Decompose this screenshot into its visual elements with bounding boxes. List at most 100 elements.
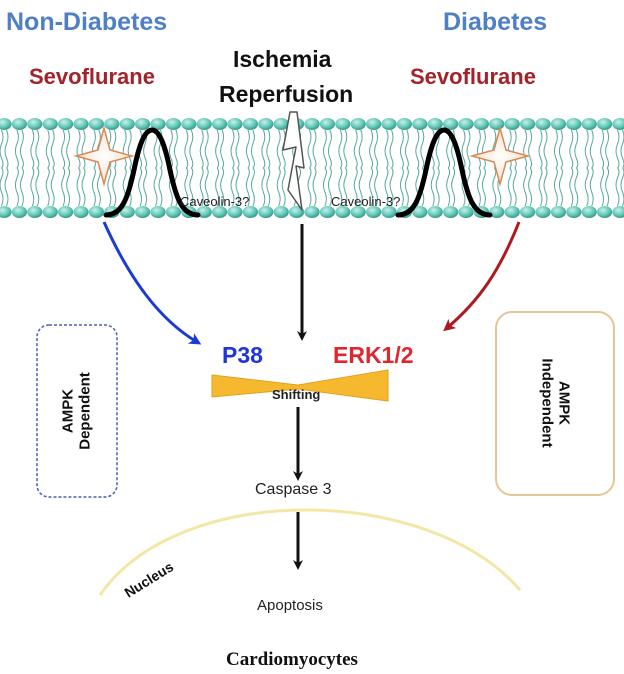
sevoflurane-receptor-left-icon <box>73 125 135 187</box>
lipid-head <box>458 206 474 218</box>
sevoflurane-receptor-right-icon <box>469 125 531 187</box>
ampk-independent-line1: AMPK <box>555 380 573 426</box>
lipid-head <box>489 206 505 218</box>
lightning-bolt-icon <box>282 111 305 211</box>
lipid-tail <box>600 129 605 169</box>
lipid-tail <box>81 167 86 207</box>
lipid-tail <box>184 129 189 169</box>
lipid-tail <box>45 129 50 169</box>
lipid-tail <box>481 129 486 169</box>
lipid-tail <box>430 167 435 207</box>
lipid-head <box>88 206 104 218</box>
lipid-tail <box>0 167 4 207</box>
lipid-tail <box>620 167 624 207</box>
lipid-tail <box>204 129 209 169</box>
lipid-tail <box>338 167 343 207</box>
diabetes-title: Diabetes <box>443 8 548 36</box>
lipid-tail <box>138 167 143 207</box>
lipid-tail <box>173 129 178 169</box>
lipid-tail <box>76 129 81 169</box>
lipid-head <box>443 206 459 218</box>
lipid-tail <box>589 167 594 207</box>
lipid-tail <box>215 167 220 207</box>
lipid-tail <box>420 129 425 169</box>
lipid-head <box>581 206 597 218</box>
lipid-head <box>42 206 58 218</box>
lipid-head <box>11 118 27 130</box>
nucleus-envelope <box>98 508 522 596</box>
cell-membrane-bilayer <box>0 118 624 218</box>
lipid-head <box>597 206 613 218</box>
lipid-head <box>520 118 536 130</box>
lipid-tail <box>4 167 9 207</box>
lipid-tail <box>250 167 255 207</box>
lipid-head <box>443 118 459 130</box>
lipid-head <box>535 118 551 130</box>
lipid-tail <box>168 129 173 169</box>
lipid-head <box>212 118 228 130</box>
lipid-tail <box>19 129 24 169</box>
lipid-head <box>504 118 520 130</box>
lipid-head <box>566 118 582 130</box>
lipid-head <box>458 118 474 130</box>
lipid-head <box>227 118 243 130</box>
lipid-tail <box>215 129 220 169</box>
lipid-head <box>196 118 212 130</box>
lipid-tail <box>343 167 348 207</box>
lipid-head <box>73 206 89 218</box>
lipid-head <box>566 206 582 218</box>
lipid-tail <box>481 167 486 207</box>
lipid-tail <box>569 167 574 207</box>
lipid-tail <box>204 167 209 207</box>
lipid-head <box>242 118 258 130</box>
lipid-tail <box>374 129 379 169</box>
lipid-head <box>135 206 151 218</box>
lipid-head <box>150 118 166 130</box>
lipid-head <box>181 118 197 130</box>
lipid-head <box>381 118 397 130</box>
lipid-tail <box>343 129 348 169</box>
lipid-head <box>597 118 613 130</box>
lipid-tail <box>245 167 250 207</box>
lipid-tail <box>574 167 579 207</box>
lipid-tail <box>61 129 66 169</box>
lipid-tail <box>50 129 55 169</box>
lipid-tail <box>446 167 451 207</box>
lipid-tail <box>605 167 610 207</box>
lipid-tail <box>81 129 86 169</box>
lipid-tail <box>338 129 343 169</box>
lipid-tail <box>389 129 394 169</box>
lipid-tail <box>0 129 4 169</box>
lipid-tail <box>91 167 96 207</box>
lipid-head <box>427 206 443 218</box>
lipid-head <box>58 118 74 130</box>
lipid-tail <box>558 129 563 169</box>
lipid-head <box>412 206 428 218</box>
reperfusion-label: Reperfusion <box>219 81 354 107</box>
lipid-tail <box>30 167 35 207</box>
lipid-head <box>612 118 624 130</box>
lipid-tail <box>14 167 19 207</box>
lipid-tail <box>399 167 404 207</box>
lipid-tail <box>615 129 620 169</box>
lipid-tail <box>189 167 194 207</box>
lipid-tail <box>220 167 225 207</box>
lipid-tail <box>153 167 158 207</box>
lipid-tail <box>538 129 543 169</box>
lipid-head <box>27 118 43 130</box>
shifting-label: Shifting <box>272 387 321 402</box>
lipid-tail <box>189 129 194 169</box>
lipid-tail <box>112 167 117 207</box>
lipid-tail <box>184 167 189 207</box>
lipid-tail <box>492 167 497 207</box>
lipid-tail <box>369 167 374 207</box>
lipid-head <box>335 206 351 218</box>
lipid-tail <box>620 129 624 169</box>
lipid-head <box>335 118 351 130</box>
lipid-head <box>73 118 89 130</box>
lipid-tail <box>353 129 358 169</box>
lipid-head <box>258 118 274 130</box>
lipid-tail <box>574 129 579 169</box>
lipid-tail <box>66 129 71 169</box>
